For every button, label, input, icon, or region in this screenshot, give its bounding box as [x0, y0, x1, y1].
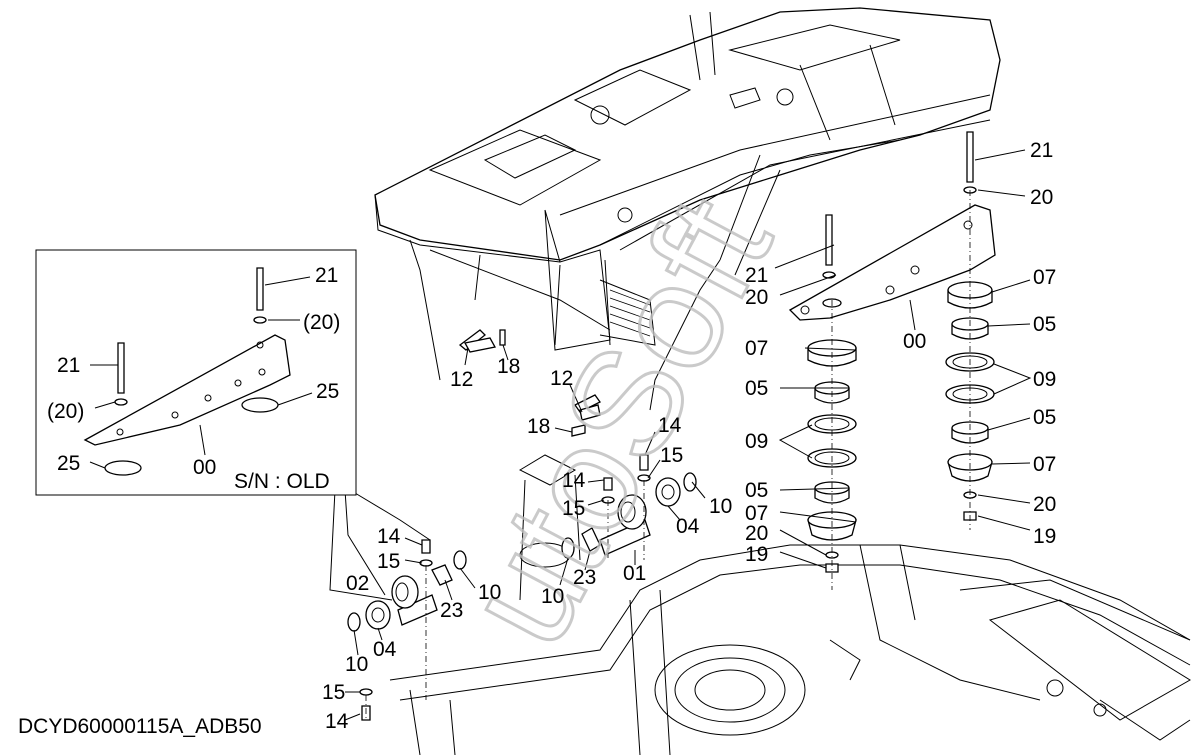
inset-callout-00: 00 — [193, 456, 216, 479]
callout-20: 20 — [745, 522, 768, 545]
upper-frame — [374, 7, 1001, 411]
callout-14: 14 — [562, 469, 586, 492]
callout-14: 14 — [325, 710, 349, 733]
callout-02: 02 — [346, 572, 369, 595]
callout-15: 15 — [660, 444, 683, 467]
callout-12: 12 — [550, 367, 573, 390]
callout-14: 14 — [658, 414, 682, 437]
inset-callout-20: (20) — [303, 311, 340, 334]
callout-00: 00 — [903, 330, 926, 353]
callout-07: 07 — [1033, 453, 1056, 476]
callout-20: 20 — [1030, 186, 1053, 209]
callout-labels: 21 20 21 20 00 07 05 09 05 07 20 19 07 0… — [322, 139, 1056, 733]
callout-18: 18 — [497, 355, 520, 378]
callout-10: 10 — [345, 653, 368, 676]
inset-serial-label: S/N : OLD — [234, 470, 330, 493]
callout-10: 10 — [541, 585, 564, 608]
lower-frame — [389, 454, 1191, 755]
callout-14: 14 — [377, 525, 401, 548]
callout-15: 15 — [562, 497, 585, 520]
callout-10: 10 — [709, 495, 732, 518]
callout-05: 05 — [1033, 313, 1056, 336]
callout-21: 21 — [745, 264, 768, 287]
callout-07: 07 — [745, 502, 768, 525]
center-parts — [347, 190, 971, 721]
inset-callout-21: 21 — [57, 354, 80, 377]
inset-callout-25: 25 — [57, 452, 80, 475]
inset-old-serial — [35, 249, 357, 496]
callout-20: 20 — [1033, 493, 1056, 516]
callout-18: 18 — [527, 415, 550, 438]
inset-callout-21: 21 — [315, 264, 338, 287]
callout-01: 01 — [623, 562, 646, 585]
callout-19: 19 — [1033, 525, 1056, 548]
callout-07: 07 — [1033, 266, 1056, 289]
inset-callout-25: 25 — [316, 380, 339, 403]
callout-10: 10 — [478, 581, 501, 604]
right-mount-assembly — [788, 131, 996, 573]
callout-23: 23 — [573, 566, 596, 589]
callout-04: 04 — [373, 638, 397, 661]
callout-15: 15 — [377, 550, 400, 573]
callout-09: 09 — [745, 430, 768, 453]
callout-05: 05 — [1033, 406, 1056, 429]
callout-19: 19 — [745, 543, 768, 566]
callout-04: 04 — [676, 515, 700, 538]
callout-20: 20 — [745, 286, 768, 309]
callout-12: 12 — [450, 368, 473, 391]
callout-05: 05 — [745, 377, 768, 400]
callout-23: 23 — [440, 599, 463, 622]
drawing-code: DCYD60000115A_ADB50 — [18, 715, 262, 738]
callout-09: 09 — [1033, 368, 1056, 391]
callout-05: 05 — [745, 479, 768, 502]
leader-lines — [329, 149, 1032, 721]
callout-21: 21 — [1030, 139, 1053, 162]
inset-frame — [35, 249, 357, 496]
callout-07: 07 — [745, 337, 768, 360]
inset-labels: 21 (20) 21 (20) 25 25 00 S/N : OLD — [47, 264, 340, 493]
callout-15: 15 — [322, 681, 345, 704]
inset-callout-20: (20) — [47, 400, 84, 423]
